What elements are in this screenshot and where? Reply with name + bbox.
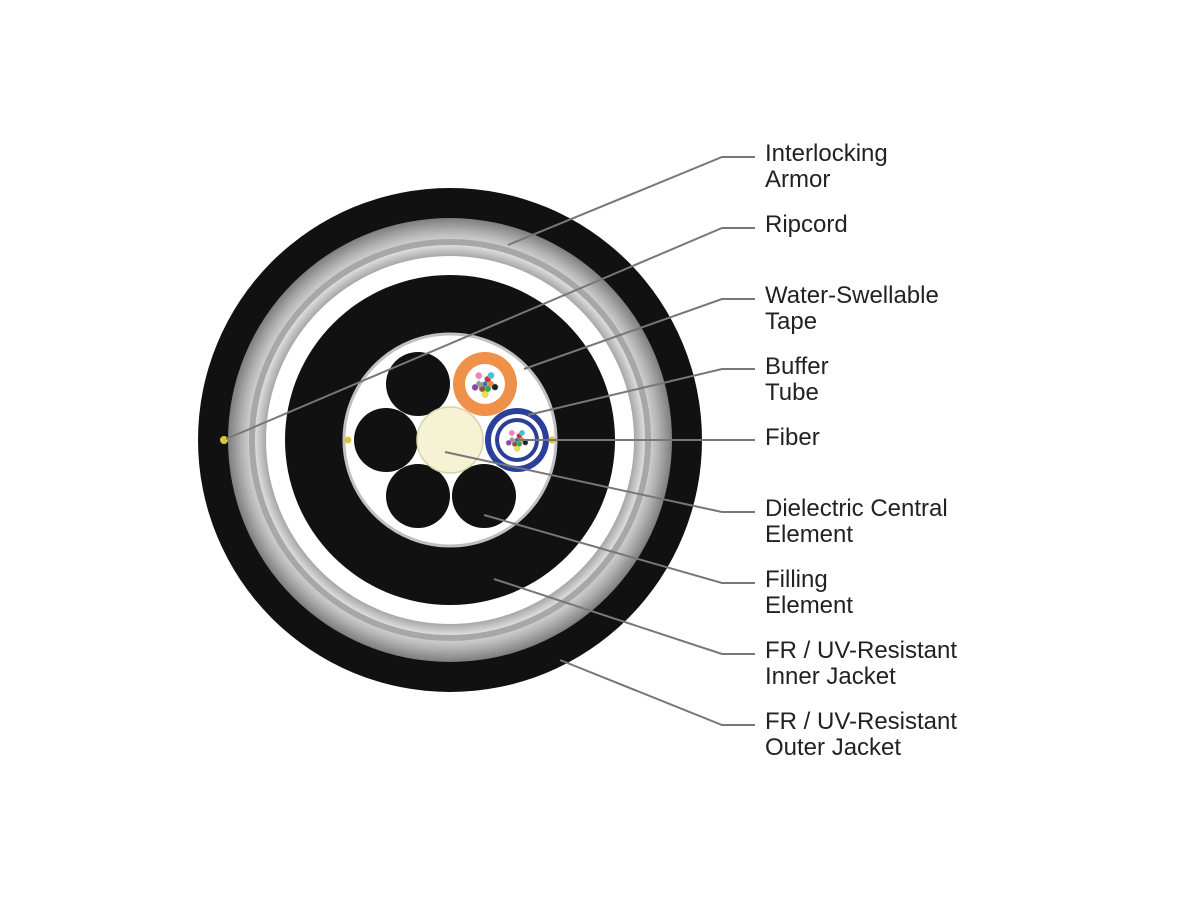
label-text: Outer Jacket [765,734,902,761]
label-text: Interlocking [765,140,888,167]
fiber [491,383,499,391]
filling-element [386,464,450,528]
fiber [471,383,479,391]
label-text: Element [765,521,854,548]
fiber [481,390,489,398]
fiber-bundle-orange [471,372,499,398]
leader-line-buffer-tube [527,368,755,416]
label-text: FR / UV-Resistant [765,708,958,735]
fiber [514,445,521,452]
label-text: Armor [765,166,831,193]
label-text: Ripcord [765,211,848,238]
filling-element [386,352,450,416]
leader-line-filling-element [483,514,755,584]
fiber [487,372,495,379]
label-text: FR / UV-Resistant [765,637,958,664]
label-text: Tube [765,379,819,406]
leader-line-water-swellable-tape [523,298,755,370]
fiber [508,430,515,436]
label-text: Inner Jacket [765,663,896,690]
label-ripcord: Ripcord [765,212,848,238]
leader-line-dielectric-central-element [444,451,755,513]
label-text: Fiber [765,424,820,451]
fiber [505,439,512,446]
label-water-swellable-tape: Water-Swellable Tape [765,283,939,335]
label-inner-jacket: FR / UV-Resistant Inner Jacket [765,638,957,690]
leader-line-ripcord [225,227,755,440]
ripcord [220,436,228,444]
label-fiber: Fiber [765,425,820,451]
fiber [475,372,483,380]
leader-line-outer-jacket [559,659,755,726]
label-buffer-tube: Buffer Tube [765,354,829,406]
label-text: Water-Swellable [765,282,939,309]
leader-lines [225,156,755,726]
label-text: Filling [765,566,828,593]
label-text: Element [765,592,854,619]
label-text: Dielectric Central [765,495,948,522]
leader-line-inner-jacket [493,578,755,655]
filling-element [452,464,516,528]
label-filling-element: Filling Element [765,567,853,619]
label-text: Buffer [765,353,829,380]
filling-element [354,408,418,472]
label-dielectric-central-element: Dielectric Central Element [765,496,948,548]
label-text: Tape [765,308,818,335]
ripcord [344,436,352,444]
label-outer-jacket: FR / UV-Resistant Outer Jacket [765,709,957,761]
label-interlocking-armor: Interlocking Armor [765,141,888,193]
fiber [519,429,525,436]
leader-line-interlocking-armor [507,156,755,246]
dielectric-central-element [416,406,484,474]
